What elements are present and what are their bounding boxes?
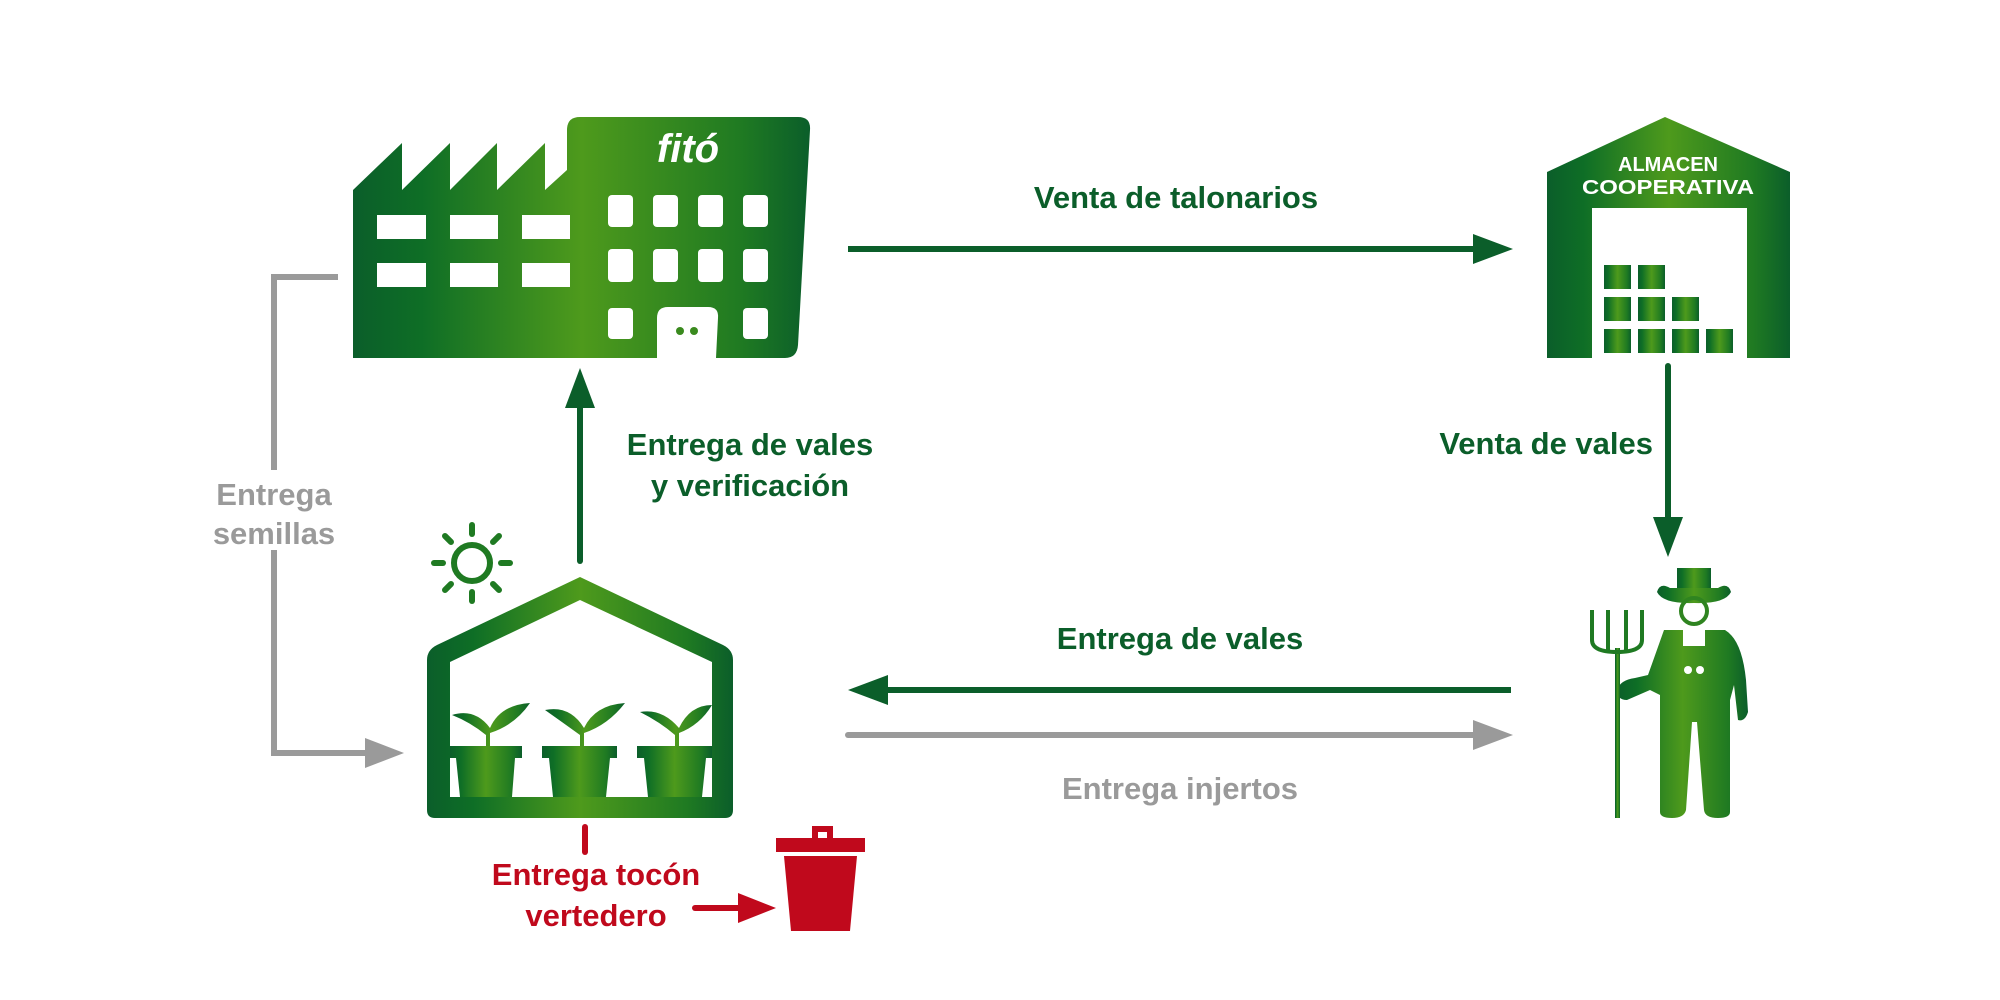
label-venta-vales: Venta de vales xyxy=(1439,426,1653,461)
crate-stack xyxy=(1604,265,1733,353)
label-entrega-vales-verif-line2: y verificación xyxy=(651,468,849,503)
farmer-icon xyxy=(1590,568,1748,818)
arrow-venta-talonarios xyxy=(848,234,1513,264)
arrow-venta-vales xyxy=(1653,363,1683,557)
label-entrega-vales-verif-line1: Entrega de vales xyxy=(627,427,873,462)
factory-icon: fitó xyxy=(353,117,811,358)
arrow-entrega-injertos xyxy=(845,720,1513,750)
trash-bin-icon xyxy=(776,826,865,931)
arrow-entrega-tocon xyxy=(582,824,776,923)
arrow-entrega-vales xyxy=(848,675,1511,705)
warehouse-icon: ALMACEN COOPERATIVA xyxy=(1547,117,1790,358)
warehouse-label-line2: COOPERATIVA xyxy=(1582,177,1754,199)
arrow-entrega-vales-verificacion xyxy=(565,368,595,564)
label-entrega-semillas-line1: Entrega xyxy=(216,477,332,512)
sun-icon xyxy=(431,522,513,604)
label-entrega-vales: Entrega de vales xyxy=(1057,621,1303,656)
factory-logo: fitó xyxy=(657,127,719,171)
label-venta-talonarios: Venta de talonarios xyxy=(1034,180,1318,215)
label-entrega-tocon-line1: Entrega tocón xyxy=(492,857,700,892)
warehouse-label-line1: ALMACEN xyxy=(1618,154,1718,176)
label-entrega-tocon-line2: vertedero xyxy=(525,898,666,933)
potted-plants xyxy=(450,703,712,797)
label-entrega-semillas-line2: semillas xyxy=(213,516,335,551)
label-entrega-injertos: Entrega injertos xyxy=(1062,771,1298,806)
greenhouse-icon xyxy=(427,577,733,818)
